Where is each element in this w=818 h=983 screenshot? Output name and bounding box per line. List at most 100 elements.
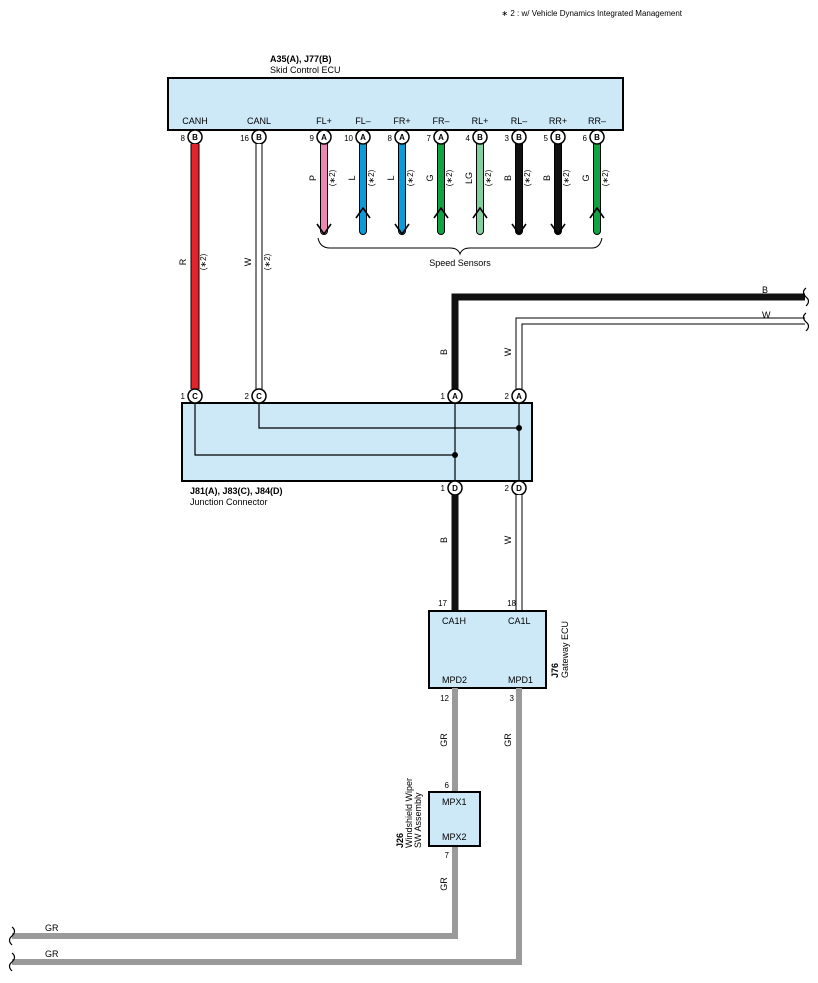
connector-pin: [589, 129, 605, 145]
svg-text:2: 2: [245, 392, 250, 401]
junction-pin-2a: 2 A: [505, 388, 527, 404]
speed-sensor-wire: [472, 140, 488, 235]
junction-internal-wiring: [194, 396, 520, 488]
wire-break-mark: [8, 952, 16, 972]
gateway-pin-3: 3: [510, 694, 515, 703]
right-w-wire: [515, 317, 805, 389]
wire-color-label: P: [308, 175, 318, 181]
wiper-term-mpx2: MPX2: [442, 832, 467, 842]
ecu-pin-number: 8: [181, 134, 186, 143]
junction-pin-2d: 2 D: [505, 480, 527, 496]
wiper-name-line2: SW Assembly: [413, 792, 423, 848]
wire-break-mark: [8, 926, 16, 946]
gateway-term-ca1l: CA1L: [508, 616, 531, 626]
connector-pin: [355, 129, 371, 145]
ecu-pin-number: 4: [466, 134, 471, 143]
wire-break-mark: [802, 287, 810, 307]
ecu-terminal-name: RR+: [549, 116, 567, 126]
ecu-terminal-name: RR–: [588, 116, 606, 126]
right-b-wire: [451, 293, 805, 389]
wiper-pin-7: 7: [445, 851, 450, 860]
wiper-term-mpx1: MPX1: [442, 797, 467, 807]
svg-text:A: A: [516, 392, 522, 401]
canl-wire-note: (∗2): [263, 253, 272, 270]
svg-text:C: C: [192, 392, 198, 401]
connector-letter: B: [192, 133, 198, 142]
header-note: ∗ 2 : w/ Vehicle Dynamics Integrated Man…: [501, 9, 682, 18]
ecu-pin-number: 10: [344, 134, 353, 143]
skid-ecu-name: Skid Control ECU: [270, 65, 341, 75]
wire-note-label: (∗2): [523, 169, 532, 186]
wiper-switch-box: [428, 791, 481, 847]
ecu-pin-number: 7: [427, 134, 432, 143]
ecu-pin-number: 9: [310, 134, 315, 143]
gateway-code: J76: [550, 663, 560, 678]
ecu-terminal-rr-minus: RR–6G (∗2) B: [581, 116, 610, 235]
svg-text:2: 2: [505, 484, 510, 493]
ecu-pin-number: 8: [388, 134, 393, 143]
svg-text:A: A: [452, 392, 458, 401]
svg-text:D: D: [516, 484, 522, 493]
skid-control-ecu-box: [167, 77, 624, 131]
speed-sensors-label: Speed Sensors: [429, 258, 491, 268]
connector-pin: [550, 129, 566, 145]
svg-text:1: 1: [441, 392, 446, 401]
wire-note-label: (∗2): [601, 169, 610, 186]
gateway-name: Gateway ECU: [560, 621, 570, 678]
ecu-terminal-name: CANH: [182, 116, 208, 126]
gateway-pin-12: 12: [440, 694, 449, 703]
ecu-terminal-name: FR–: [432, 116, 449, 126]
junction-name: Junction Connector: [190, 497, 268, 507]
speed-sensor-wire: [433, 140, 449, 235]
skid-ecu-code: A35(A), J77(B): [270, 54, 332, 64]
ecu-terminal-rl-minus: RL–3B(∗2)B: [503, 116, 532, 236]
connector-letter: B: [256, 133, 262, 142]
wire-note-label: (∗2): [406, 169, 415, 186]
wire-color-label: B: [542, 175, 552, 181]
wire-color-label: G: [425, 174, 435, 181]
gw3-wire-color: GR: [503, 733, 513, 747]
gateway-mpd1-gr-wire: [12, 688, 522, 965]
ecu-terminal-rl-minusplus: RL+4LG(∗2)B: [464, 116, 493, 235]
ecu-terminal-name: RL+: [472, 116, 489, 126]
jd1-wire-color: B: [439, 537, 449, 543]
canh-wire-note: (∗2): [199, 253, 208, 270]
ecu-pin-number: 6: [583, 134, 588, 143]
connector-pin: [394, 129, 410, 145]
gateway-pin-18: 18: [507, 599, 516, 608]
junction-pin-2c: 2 C: [245, 388, 267, 404]
junction-connector-box: [181, 402, 533, 482]
ecu-terminal-name: CANL: [247, 116, 271, 126]
right-w-wire-label: W: [762, 310, 771, 320]
ecu-pin-number: 5: [544, 134, 549, 143]
speed-sensor-wire: [394, 140, 410, 236]
ja1-wire-color: B: [439, 349, 449, 355]
wire-note-label: (∗2): [328, 169, 337, 186]
gateway-term-mpd1: MPD1: [508, 675, 533, 685]
connector-letter: A: [321, 133, 327, 142]
junction-pin-1c: 1 C: [181, 388, 203, 404]
wire-note-label: (∗2): [484, 169, 493, 186]
wire-color-label: L: [347, 175, 357, 180]
svg-text:2: 2: [505, 392, 510, 401]
wire-break-mark: [802, 312, 810, 332]
ecu-terminal-name: FL+: [316, 116, 332, 126]
connector-letter: B: [594, 133, 600, 142]
junction-splice-dot: [516, 425, 522, 431]
svg-text:1: 1: [441, 484, 446, 493]
canh-wire-color: R: [178, 258, 188, 265]
right-b-wire-label: B: [762, 285, 768, 295]
ecu-pin-number: 3: [505, 134, 510, 143]
connector-pin: [511, 129, 527, 145]
connector-letter: A: [360, 133, 366, 142]
wire-color-label: G: [581, 174, 591, 181]
connector-letter: B: [516, 133, 522, 142]
gateway-term-ca1h: CA1H: [442, 616, 466, 626]
wiper-name-line1: Windshield Wiper: [404, 778, 414, 848]
speed-sensor-wire: [316, 140, 332, 236]
connector-pin: [433, 129, 449, 145]
speed-sensor-wire: [511, 140, 527, 236]
